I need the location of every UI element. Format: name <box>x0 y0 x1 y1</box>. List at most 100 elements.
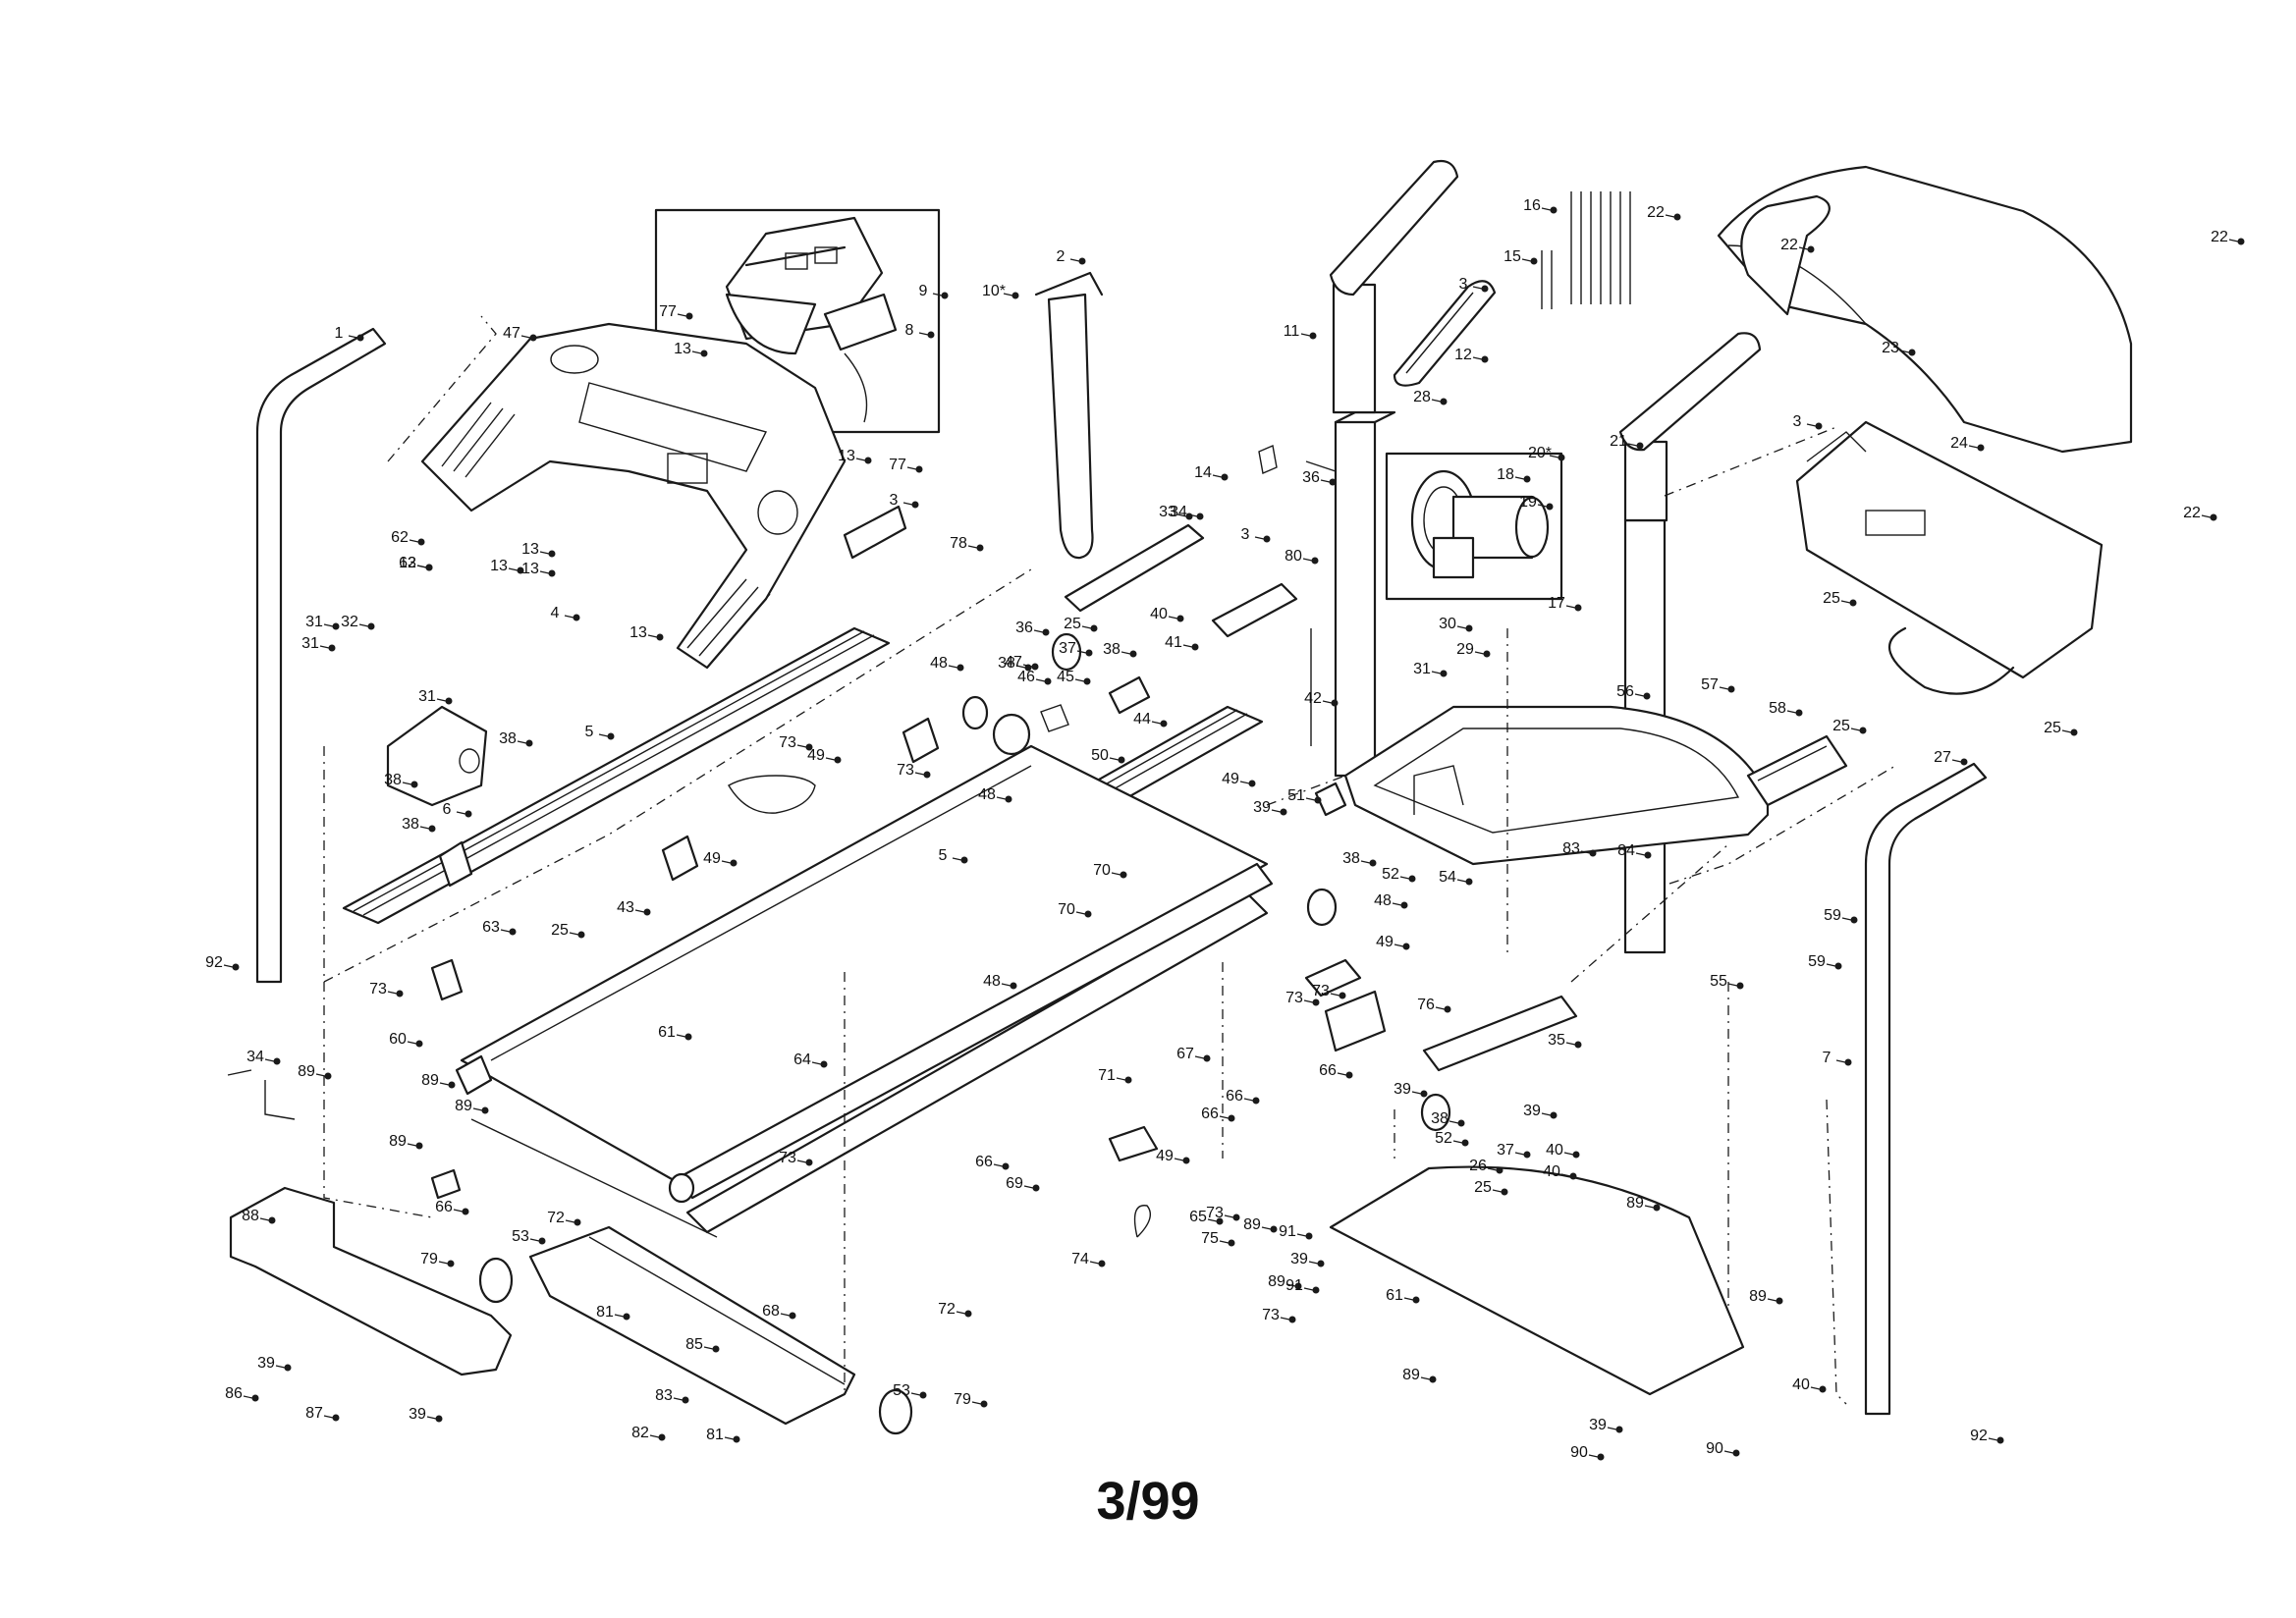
callout-label: 89 <box>455 1098 472 1114</box>
callout-label: 14 <box>1194 464 1212 481</box>
callout-label: 39 <box>409 1406 426 1423</box>
lead-line <box>780 1313 791 1317</box>
callout-label: 12 <box>1454 347 1472 363</box>
lead-line <box>472 1107 483 1111</box>
fastener-dot <box>1412 1296 1420 1304</box>
lead-line <box>439 1082 450 1086</box>
fastener-dot <box>1444 1005 1451 1013</box>
callout-label: 10* <box>982 283 1006 299</box>
fastener-dot <box>428 825 436 833</box>
callout-label: 38 <box>499 730 517 747</box>
lead-line <box>1411 1091 1422 1095</box>
lead-line <box>508 567 519 571</box>
fastener-dot <box>607 732 615 740</box>
lead-line <box>1541 207 1552 211</box>
fastener-dot <box>577 931 585 939</box>
fastener-dot <box>1002 1162 1010 1170</box>
lead-line <box>1305 797 1316 801</box>
fastener-dot <box>417 538 425 546</box>
callout-label: 27 <box>1934 749 1951 766</box>
fastener-dot <box>964 1310 972 1318</box>
fastener-dot <box>1098 1260 1106 1267</box>
fastener-dot <box>1317 1260 1325 1267</box>
lead-line <box>918 332 929 336</box>
lead-line <box>419 826 430 830</box>
lead-line <box>1850 728 1861 731</box>
lead-line <box>1207 1218 1218 1222</box>
fastener-dot <box>1795 709 1803 717</box>
callout-label: 92 <box>205 954 223 971</box>
fastener-dot <box>980 1400 988 1408</box>
callout-label: 41 <box>1165 634 1182 651</box>
fastener-dot <box>1010 982 1017 990</box>
callout-label: 25 <box>1823 590 1840 607</box>
fastener-dot <box>1228 1114 1235 1122</box>
lead-line <box>1035 678 1046 682</box>
callout-label: 73 <box>369 981 387 998</box>
callout-label: 40 <box>1543 1163 1560 1180</box>
lead-line <box>1988 1437 1998 1441</box>
fastener-dot <box>656 633 664 641</box>
fastener-dot <box>447 1260 455 1267</box>
callout-label: 11 <box>1284 323 1300 340</box>
callout-label: 88 <box>242 1208 259 1224</box>
frame-left-post <box>1329 159 1459 778</box>
callout-label: 25 <box>551 922 569 939</box>
callout-label: 8 <box>905 322 914 339</box>
fastener-dot <box>356 334 364 342</box>
callout-label: 20* <box>1528 445 1552 461</box>
fastener-dot <box>1176 615 1184 622</box>
fastener-dot <box>1042 628 1050 636</box>
lead-line <box>539 570 550 574</box>
callout-label: 25 <box>1474 1179 1492 1196</box>
fastener-dot <box>232 963 240 971</box>
callout-label: 48 <box>1374 892 1392 909</box>
fastener-dot <box>448 1081 456 1089</box>
callout-label: 55 <box>1710 973 1727 990</box>
lead-line <box>1810 1386 1821 1390</box>
lead-line <box>1330 993 1340 997</box>
callout-label: 25 <box>1832 718 1850 734</box>
fastener-dot <box>1369 859 1377 867</box>
fastener-dot <box>864 457 872 464</box>
lead-line <box>1826 963 1836 967</box>
lead-line <box>1521 258 1532 262</box>
fastener-dot <box>1736 982 1744 990</box>
lead-line <box>906 466 917 470</box>
callout-label: 37 <box>1059 640 1076 657</box>
lead-line <box>1023 1185 1034 1189</box>
fastener-dot <box>1124 1076 1132 1084</box>
fastener-dot <box>410 781 418 788</box>
callout-label: 47 <box>503 325 520 342</box>
lead-line <box>1212 474 1223 478</box>
lead-line <box>1296 1233 1307 1237</box>
lead-line <box>1723 1450 1734 1454</box>
callout-label: 36 <box>1302 469 1320 486</box>
fastener-dot <box>1844 1058 1852 1066</box>
fastener-dot <box>1461 1139 1469 1147</box>
callout-label: 82 <box>631 1425 649 1441</box>
lead-line <box>971 1401 982 1405</box>
fastener-dot <box>1732 1449 1740 1457</box>
fastener-dot <box>1288 1316 1296 1323</box>
fastener-dot <box>700 350 708 357</box>
callout-label: 32 <box>341 614 358 630</box>
callout-label: 60 <box>389 1031 407 1048</box>
lead-line <box>1634 693 1645 697</box>
callout-label: 85 <box>685 1336 703 1353</box>
lead-line <box>1239 781 1250 784</box>
lead-line <box>1560 1173 1571 1177</box>
callout-label: 29 <box>1456 641 1474 658</box>
callout-label: 66 <box>975 1154 993 1170</box>
fastener-dot <box>1908 349 1916 356</box>
fastener-dot <box>957 664 964 672</box>
callout-label: 21 <box>1610 433 1627 450</box>
lead-line <box>565 1219 575 1223</box>
fastener-dot <box>1311 557 1319 565</box>
fastener-dot <box>685 312 693 320</box>
fastener-dot <box>927 331 935 339</box>
lead-line <box>1303 1287 1314 1291</box>
callout-label: 90 <box>1570 1444 1588 1461</box>
callout-label: 48 <box>978 786 996 803</box>
